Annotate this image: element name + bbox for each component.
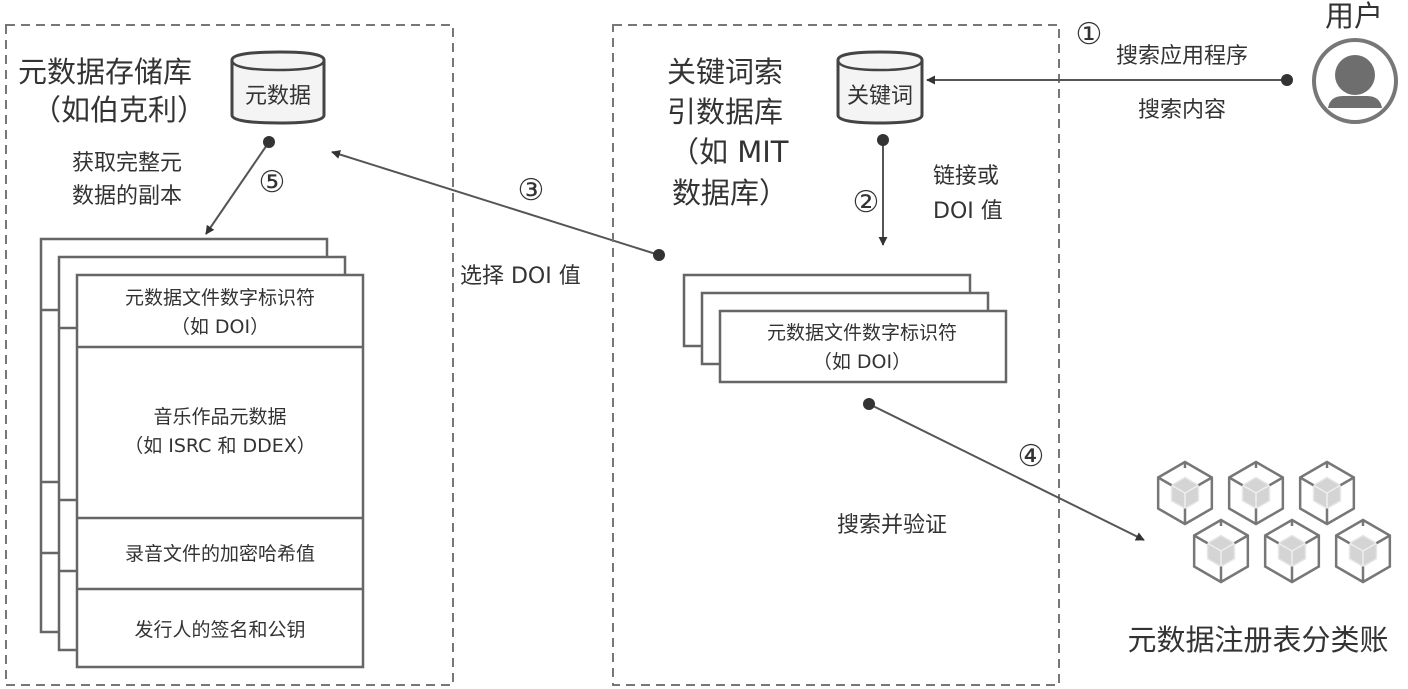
keyword-database-label: 关键词 — [847, 84, 913, 109]
user-avatar-icon — [1312, 38, 1398, 124]
step5-arrow-origin — [263, 136, 275, 148]
step2-arrow-origin — [877, 134, 889, 146]
repository-container — [5, 24, 454, 686]
ledger-label: 元数据注册表分类账 — [1127, 623, 1388, 657]
step3-arrow-origin — [653, 249, 665, 261]
index-title-line2: 引数据库 — [667, 95, 783, 129]
search-app-label: 搜索应用程序 — [1116, 44, 1248, 69]
metadata-database-icon: 元数据 — [230, 50, 326, 125]
step4-arrow — [868, 403, 1145, 541]
record-music-line2: （如 ISRC 和 DDEX） — [124, 435, 316, 457]
fetch-copy-label-line2: 数据的副本 — [72, 184, 182, 209]
repository-title-line2: （如伯克利） — [32, 93, 206, 127]
fetch-copy-label-line1: 获取完整元 — [72, 151, 182, 176]
user-label: 用户 — [1325, 0, 1383, 33]
record-doi-line2: （如 DOI） — [171, 316, 269, 338]
step4-number: ④ — [1018, 439, 1045, 474]
step4-arrow-origin — [863, 398, 875, 410]
index-record-line1: 元数据文件数字标识符 — [767, 322, 957, 344]
record-music-line1: 音乐作品元数据 — [153, 406, 286, 428]
ledger-block-icon — [1192, 518, 1250, 584]
link-doi-label-line2: DOI 值 — [933, 199, 1003, 224]
search-verify-label: 搜索并验证 — [837, 513, 947, 538]
link-doi-label-line1: 链接或 — [933, 164, 999, 189]
step5-arrow — [205, 141, 270, 235]
keyword-database-icon: 关键词 — [836, 50, 924, 125]
record-signature: 发行人的签名和公钥 — [134, 619, 305, 641]
index-container — [612, 24, 1060, 686]
ledger-block-icon — [1263, 518, 1321, 584]
metadata-record-stack — [39, 237, 365, 669]
record-hash: 录音文件的加密哈希值 — [125, 543, 315, 565]
step5-number: ⑤ — [259, 165, 286, 200]
record-doi-line1: 元数据文件数字标识符 — [125, 287, 315, 309]
index-title-line3: （如 MIT — [670, 135, 789, 169]
index-record-stack — [682, 273, 1008, 384]
step1-arrow-origin — [1281, 74, 1293, 86]
ledger-block-icon — [1334, 518, 1392, 584]
index-title-line1: 关键词索 — [667, 55, 783, 89]
repository-title-line1: 元数据存储库 — [18, 55, 192, 89]
ledger-blocks — [1156, 460, 1392, 584]
search-content-label: 搜索内容 — [1138, 98, 1226, 123]
step3-number: ③ — [518, 173, 545, 208]
step1-number: ① — [1076, 17, 1103, 52]
step3-arrow — [331, 150, 660, 256]
ledger-block-icon — [1156, 460, 1214, 526]
index-title-line4: 数据库） — [672, 176, 788, 210]
ledger-block-icon — [1227, 460, 1285, 526]
ledger-block-icon — [1298, 460, 1356, 526]
index-record-line2: （如 DOI） — [813, 351, 911, 373]
metadata-database-label: 元数据 — [245, 84, 311, 109]
select-doi-label: 选择 DOI 值 — [460, 264, 581, 289]
step2-number: ② — [853, 185, 880, 220]
